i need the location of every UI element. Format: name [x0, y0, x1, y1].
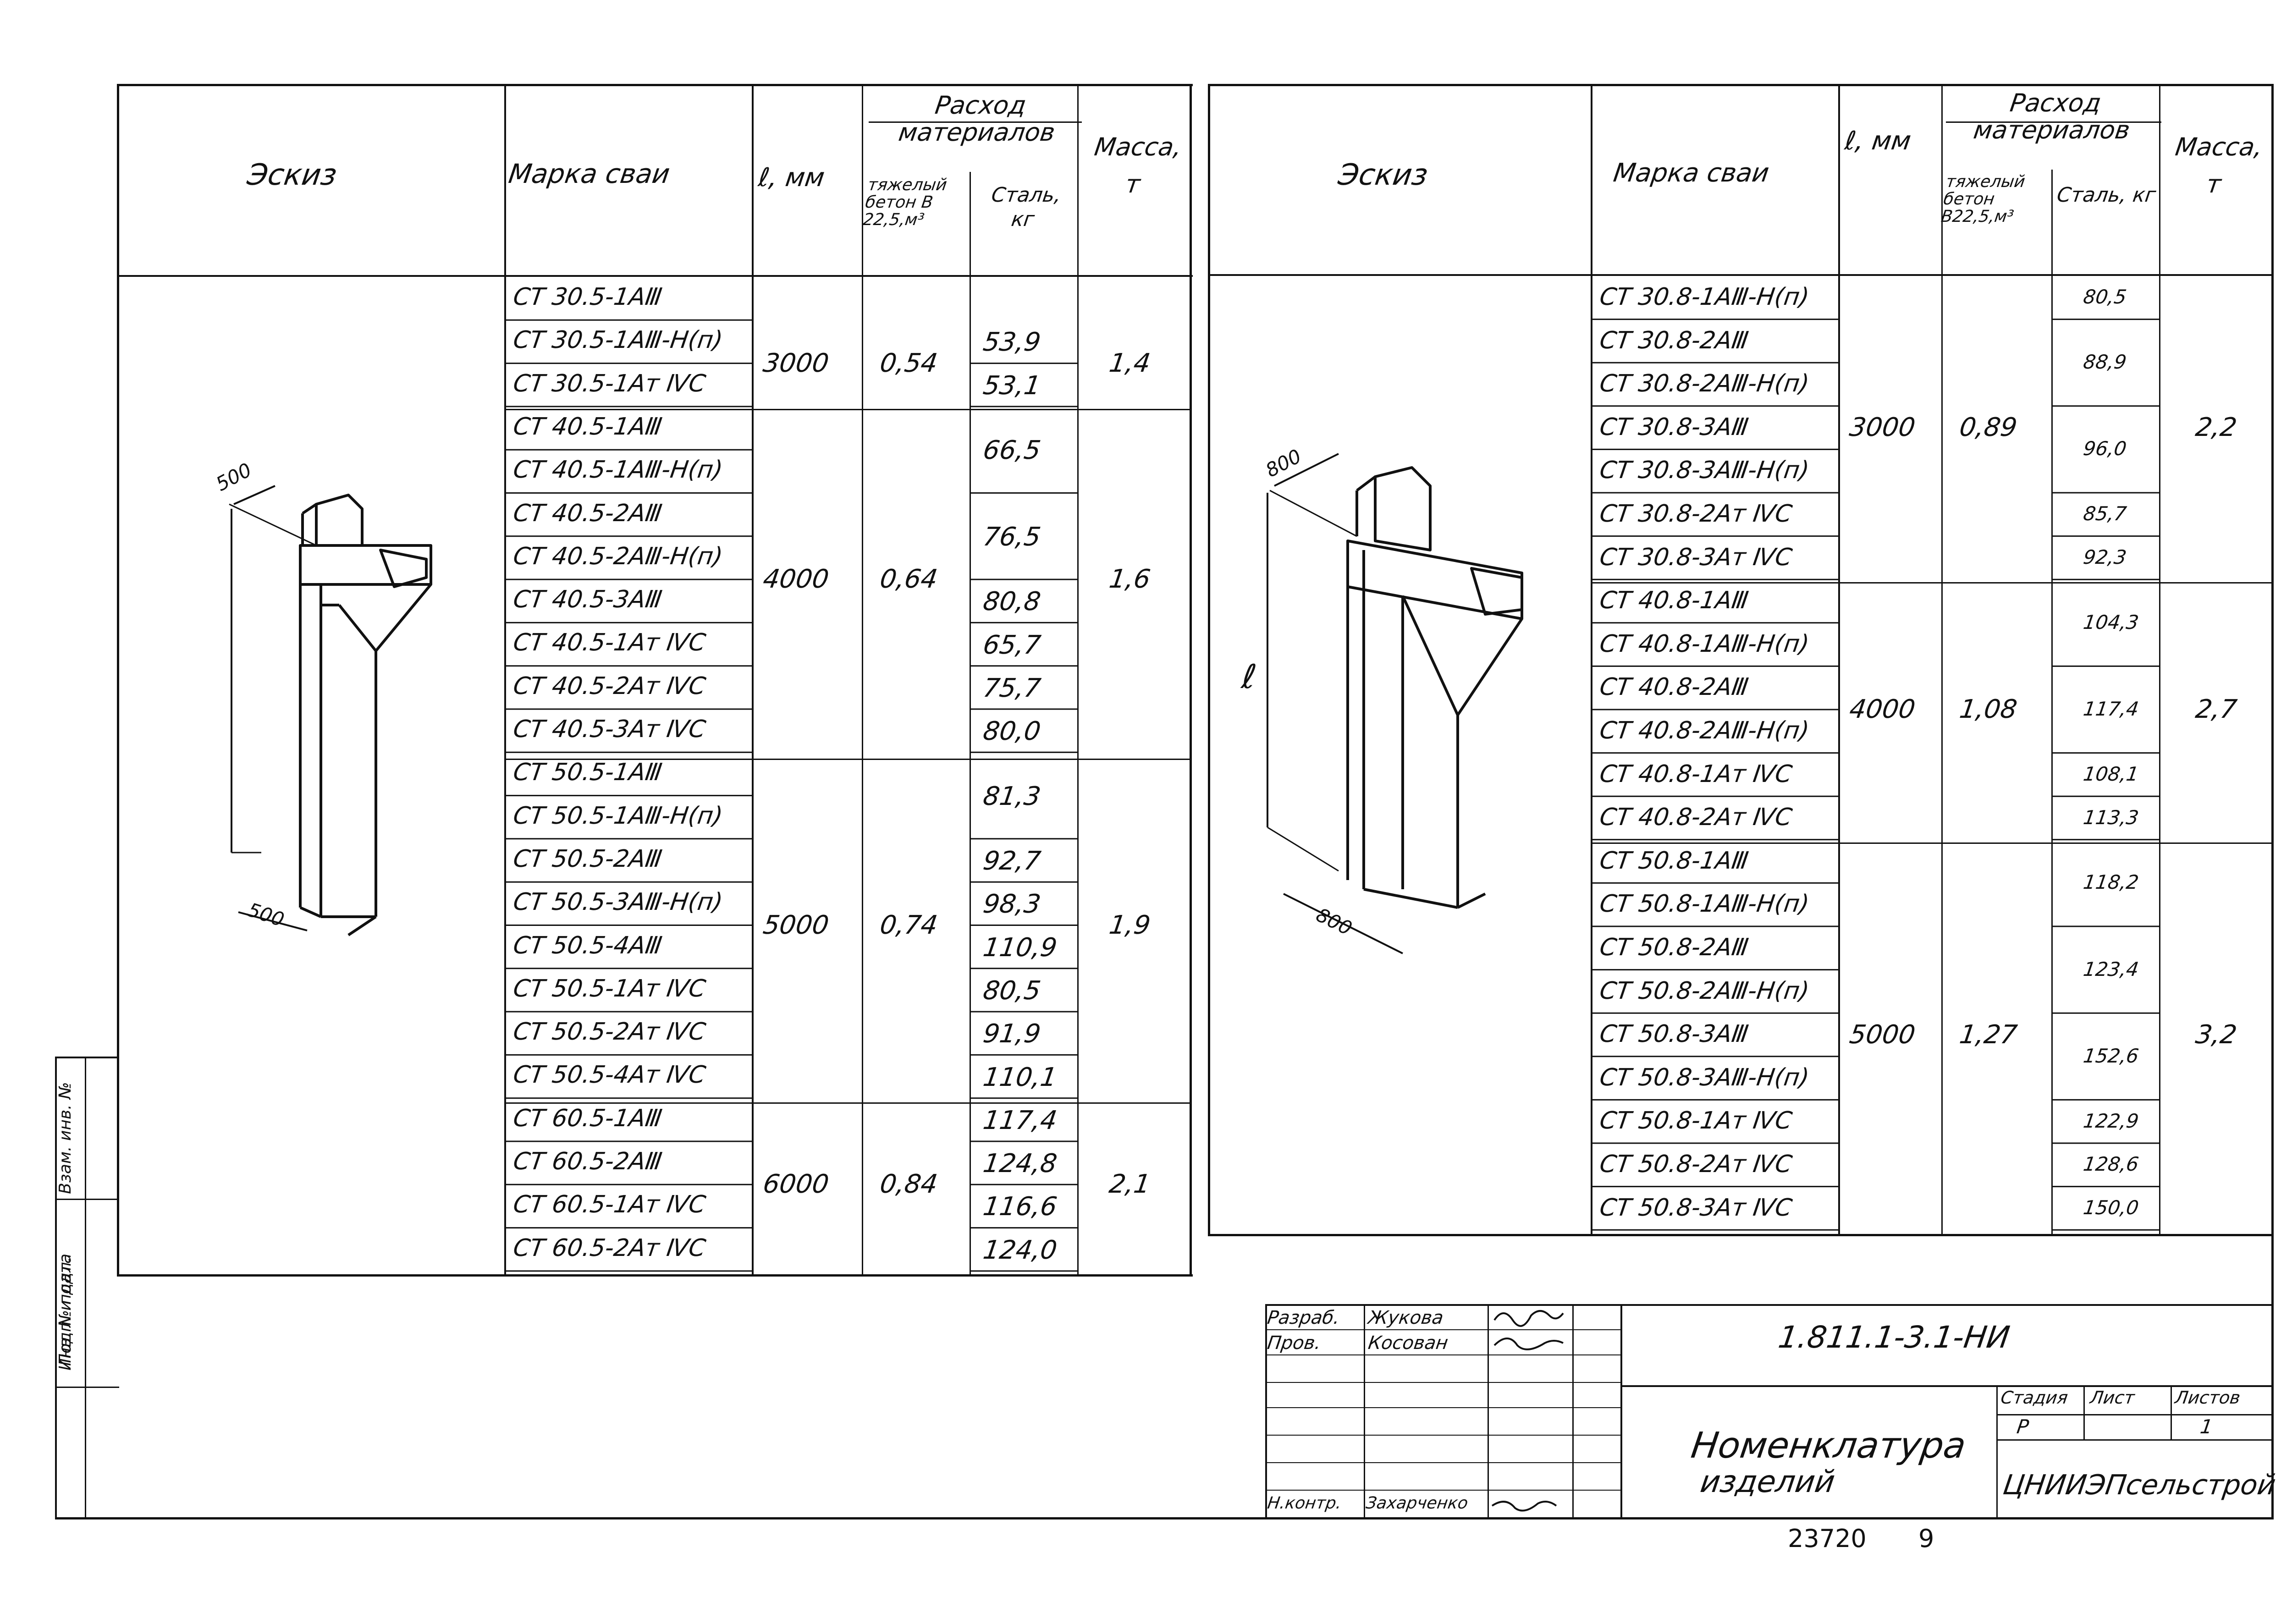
pile-sketch-500 — [229, 485, 432, 936]
tb-sheet-label: Лист — [2088, 1387, 2136, 1408]
tb-stage-label: Стадия — [1999, 1387, 2069, 1408]
tb-organization: ЦНИИЭПсельстрой — [2001, 1469, 2278, 1501]
tb-document-code: 1.811.1-3.1-НИ — [1776, 1320, 2012, 1355]
tb-title-line1: Номенклатура — [1688, 1425, 1969, 1466]
tb-title-line2: изделий — [1698, 1464, 1837, 1499]
footer-inventory-number: 23720 — [1788, 1524, 1867, 1553]
footer-page-number: 9 — [1918, 1524, 1934, 1553]
tb-sheets-label: Листов — [2173, 1387, 2242, 1408]
pile-sketch-800 — [1267, 453, 1523, 954]
